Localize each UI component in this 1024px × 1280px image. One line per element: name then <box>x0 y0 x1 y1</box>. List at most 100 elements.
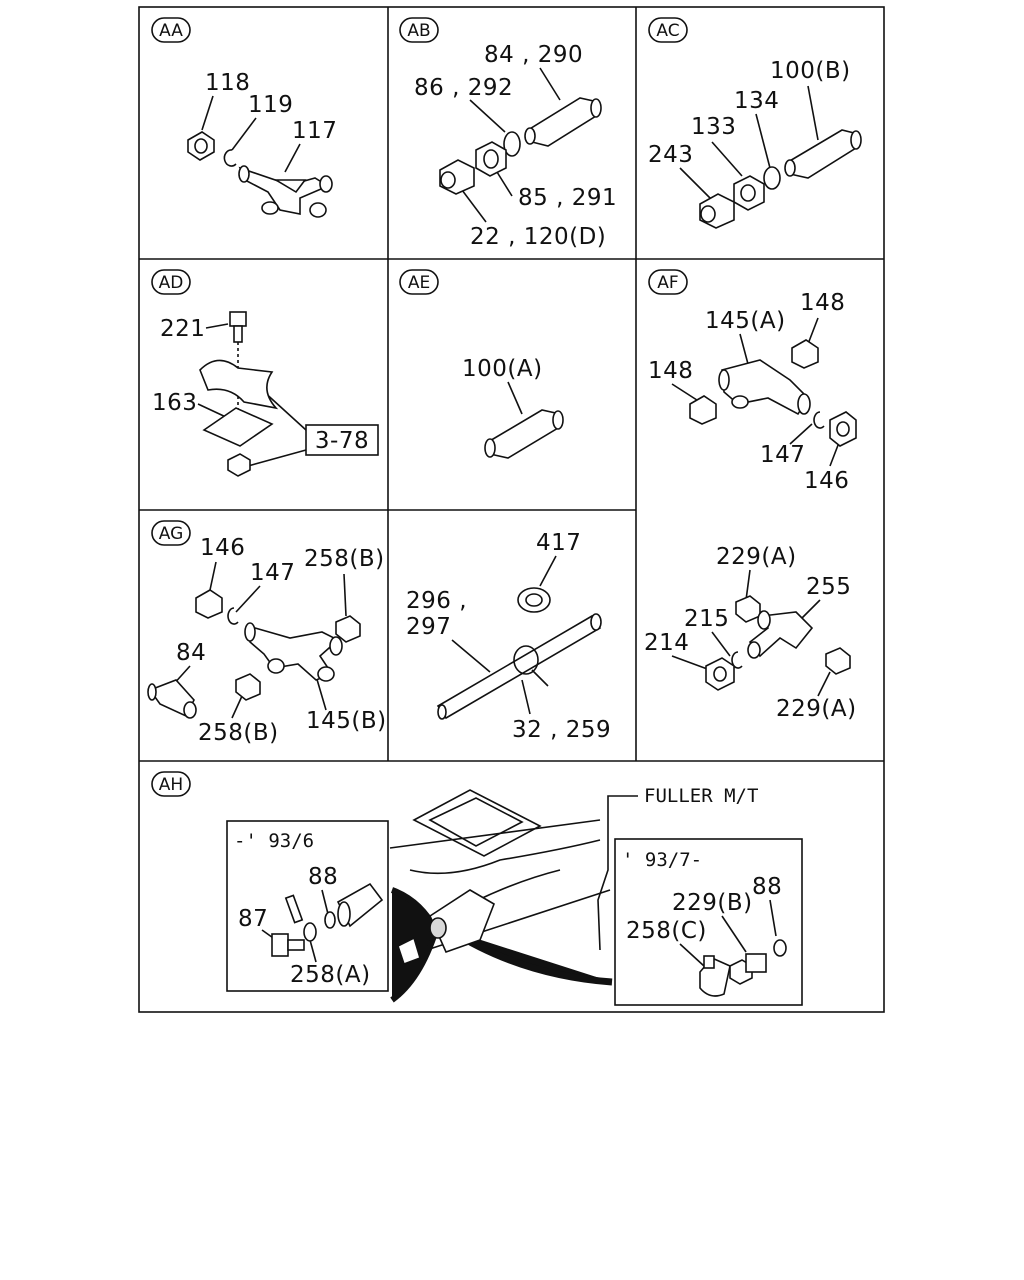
washer-part <box>763 166 781 190</box>
washer-part <box>303 922 317 942</box>
nut-part <box>791 339 819 369</box>
label-146: 146 <box>804 468 849 494</box>
label-417: 417 <box>536 530 581 556</box>
nut-part <box>187 131 215 161</box>
label-84-290: 84 , 290 <box>484 42 583 68</box>
label-297: 297 <box>406 614 451 640</box>
nut-part <box>735 595 761 623</box>
label-258b-bottom: 258(B) <box>198 720 279 746</box>
label-100a: 100(A) <box>462 356 543 382</box>
panel-tag-ae: AE <box>408 273 430 293</box>
label-229b: 229(B) <box>672 890 753 916</box>
clip-ring-part <box>731 651 743 669</box>
panel-ah: AH FULLER M/T -' 93/6 88 87 258(A) <box>151 771 803 1006</box>
plate-part <box>202 407 274 447</box>
label-214: 214 <box>644 630 689 656</box>
pin-part <box>284 894 304 924</box>
hose-barb-part <box>784 129 862 179</box>
connector-part <box>745 953 767 973</box>
label-145a: 145(A) <box>705 308 786 334</box>
cylinder-part <box>397 889 495 966</box>
hose-barb-part <box>484 409 564 459</box>
inset-right: ' 93/7- 229(B) 88 258(C) <box>614 838 803 1006</box>
label-258b-top: 258(B) <box>304 546 385 572</box>
label-146: 146 <box>200 535 245 561</box>
nut-part <box>825 647 851 675</box>
label-133: 133 <box>691 114 736 140</box>
panel-ae: AE 100(A) <box>399 269 564 459</box>
washer-part <box>324 911 336 929</box>
tee-fitting-part <box>747 610 814 659</box>
label-147: 147 <box>250 560 295 586</box>
washer-part <box>773 939 787 957</box>
inset-left: -' 93/6 88 87 258(A) <box>226 820 389 992</box>
panel-af-lower: 229(A) 255 215 214 229(A) <box>644 544 856 722</box>
nut-part <box>235 673 261 701</box>
panel-ag: AG 146 147 258(B) 84 258(B) 145(B) <box>147 520 387 746</box>
label-88-left: 88 <box>308 864 338 890</box>
inset-left-date: -' 93/6 <box>234 830 314 852</box>
label-148-left: 148 <box>648 358 693 384</box>
panel-tube-clamp: 417 296 , 297 32 , 259 <box>406 530 611 743</box>
nut-part <box>705 657 735 691</box>
tube-part <box>436 613 602 720</box>
model-note: FULLER M/T <box>644 785 758 807</box>
nut-part <box>829 411 857 447</box>
label-86-292: 86 , 292 <box>414 75 513 101</box>
label-100b: 100(B) <box>770 58 851 84</box>
label-145b: 145(B) <box>306 708 387 734</box>
panel-ad: AD 221 163 3-78 <box>151 269 379 477</box>
label-243: 243 <box>648 142 693 168</box>
label-258a: 258(A) <box>290 962 371 988</box>
grid-frame <box>138 6 885 1013</box>
inset-right-date: ' 93/7- <box>622 849 702 871</box>
panel-tag-ah: AH <box>159 775 183 795</box>
panel-ac: AC 100(B) 134 133 243 <box>648 17 862 229</box>
panel-ab: AB 84 , 290 86 , 292 85 , 291 22 , 120(D… <box>399 17 617 250</box>
label-147: 147 <box>760 442 805 468</box>
clamp-bracket-part <box>199 359 279 410</box>
label-84: 84 <box>176 640 206 666</box>
label-85-291: 85 , 291 <box>518 185 617 211</box>
fitting-nut-part <box>699 193 735 229</box>
panel-tag-af: AF <box>657 273 678 293</box>
nut-part <box>335 615 361 643</box>
panel-tag-ac: AC <box>656 21 679 41</box>
label-163: 163 <box>152 390 197 416</box>
tee-fitting-part <box>718 359 811 416</box>
label-296: 296 , <box>406 588 467 614</box>
label-117: 117 <box>292 118 337 144</box>
label-255: 255 <box>806 574 851 600</box>
reference-label: 3-78 <box>315 428 369 454</box>
panel-tag-aa: AA <box>159 21 183 41</box>
panel-tag-ad: AD <box>159 273 184 293</box>
nut-part <box>475 141 507 177</box>
nut-part <box>195 589 223 619</box>
hose-part <box>336 882 384 928</box>
label-119: 119 <box>248 92 293 118</box>
transmission-assembly-sketch <box>389 789 613 1003</box>
grommet-part <box>517 587 551 613</box>
cross-fitting-part <box>244 622 343 682</box>
label-229a-top: 229(A) <box>716 544 797 570</box>
label-148-top: 148 <box>800 290 845 316</box>
hose-barb-part <box>147 679 197 719</box>
nut-part <box>227 453 251 477</box>
label-88-right: 88 <box>752 874 782 900</box>
bolt-part <box>271 933 305 957</box>
label-258c: 258(C) <box>626 918 707 944</box>
clip-ring-part <box>227 607 239 625</box>
clip-ring-part <box>223 149 237 167</box>
nut-part <box>733 175 765 211</box>
reference-box <box>305 424 379 456</box>
label-221: 221 <box>160 316 205 342</box>
fitting-nut-part <box>439 159 475 195</box>
panel-tag-ag: AG <box>159 524 184 544</box>
panel-tag-ab: AB <box>407 21 430 41</box>
clamp-part <box>513 645 549 687</box>
label-32-259: 32 , 259 <box>512 717 611 743</box>
clip-ring-part <box>813 411 825 429</box>
label-215: 215 <box>684 606 729 632</box>
label-87: 87 <box>238 906 268 932</box>
